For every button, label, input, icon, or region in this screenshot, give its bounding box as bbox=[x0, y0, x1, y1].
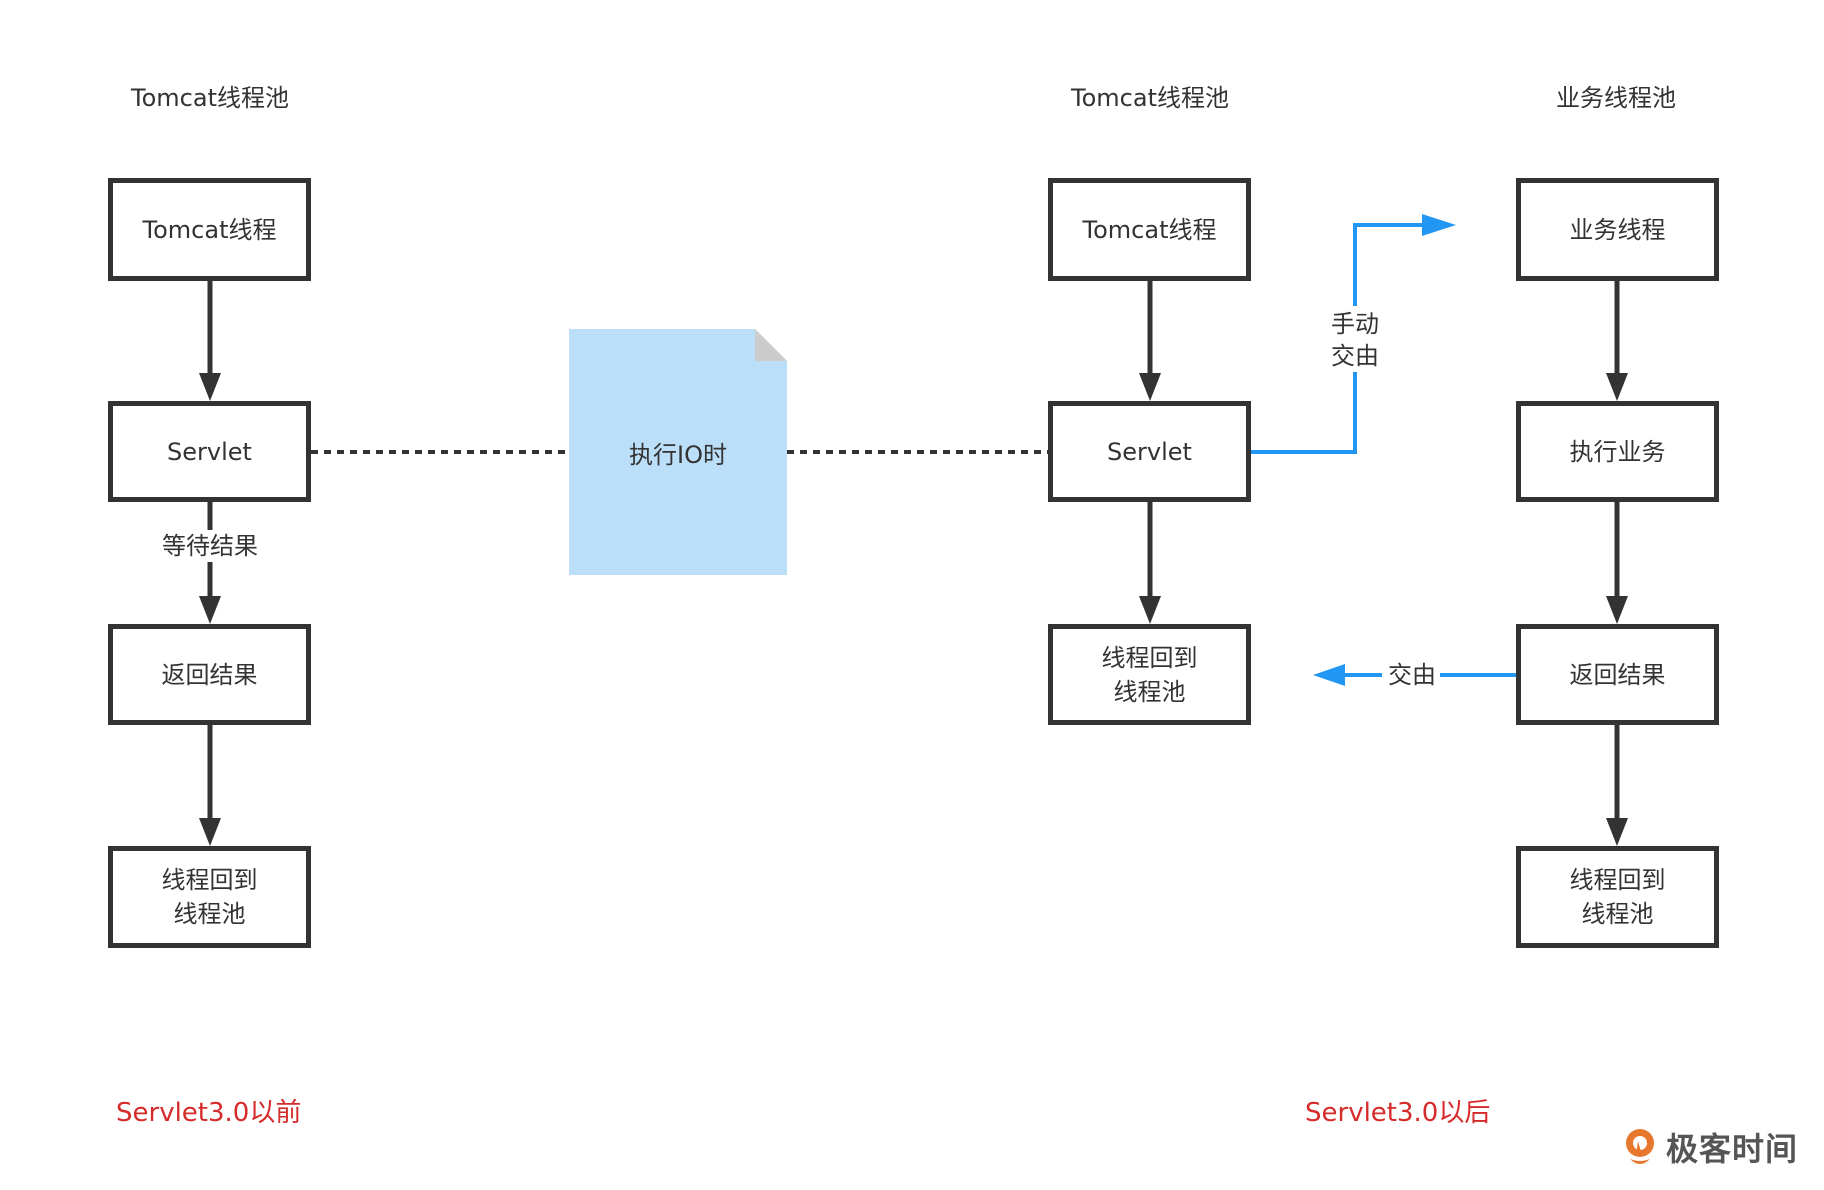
arrow-head bbox=[199, 818, 221, 846]
business-node-return-result: 返回结果 bbox=[1516, 624, 1719, 725]
after-tomcat-flow-arrows bbox=[1139, 281, 1161, 624]
business-node-execute: 执行业务 bbox=[1516, 401, 1719, 502]
after-node-thread-return: 线程回到 线程池 bbox=[1048, 624, 1251, 725]
geektime-logo: 极客时间 bbox=[1624, 1124, 1798, 1170]
io-note-shape bbox=[569, 329, 787, 575]
business-pool-title: 业务线程池 bbox=[1556, 84, 1676, 112]
arrow-head bbox=[1606, 596, 1628, 624]
before-node-tomcat-thread: Tomcat线程 bbox=[108, 178, 311, 281]
before-node-thread-return: 线程回到 线程池 bbox=[108, 846, 311, 948]
after-caption: Servlet3.0以后 bbox=[1305, 1098, 1491, 1128]
business-node-thread-return: 线程回到 线程池 bbox=[1516, 846, 1719, 948]
arrow-head bbox=[1139, 596, 1161, 624]
geektime-logo-icon bbox=[1626, 1129, 1654, 1164]
wait-result-label: 等待结果 bbox=[158, 530, 262, 562]
arrow-head bbox=[1606, 373, 1628, 401]
after-node-servlet: Servlet bbox=[1048, 401, 1251, 502]
arrow-head bbox=[1313, 664, 1345, 686]
arrow-head bbox=[1606, 818, 1628, 846]
manual-handoff-label: 手动 交由 bbox=[1331, 310, 1379, 370]
return-connector bbox=[1313, 664, 1516, 686]
before-caption: Servlet3.0以前 bbox=[116, 1098, 302, 1128]
business-node-thread: 业务线程 bbox=[1516, 178, 1719, 281]
arrow-head bbox=[199, 596, 221, 624]
arrow-head bbox=[1139, 373, 1161, 401]
arrow-head bbox=[1422, 214, 1456, 236]
after-tomcat-pool-title: Tomcat线程池 bbox=[1071, 84, 1229, 112]
return-handoff-label: 交由 bbox=[1388, 661, 1436, 689]
before-pool-title: Tomcat线程池 bbox=[131, 84, 289, 112]
after-node-tomcat-thread: Tomcat线程 bbox=[1048, 178, 1251, 281]
arrow-head bbox=[199, 373, 221, 401]
before-node-servlet: Servlet bbox=[108, 401, 311, 502]
business-flow-arrows bbox=[1606, 281, 1628, 846]
before-flow-arrows bbox=[199, 281, 221, 846]
io-note-label: 执行IO时 bbox=[629, 440, 727, 469]
geektime-logo-text: 极客时间 bbox=[1666, 1130, 1799, 1168]
handoff-connector bbox=[1251, 214, 1456, 454]
before-node-return-result: 返回结果 bbox=[108, 624, 311, 725]
